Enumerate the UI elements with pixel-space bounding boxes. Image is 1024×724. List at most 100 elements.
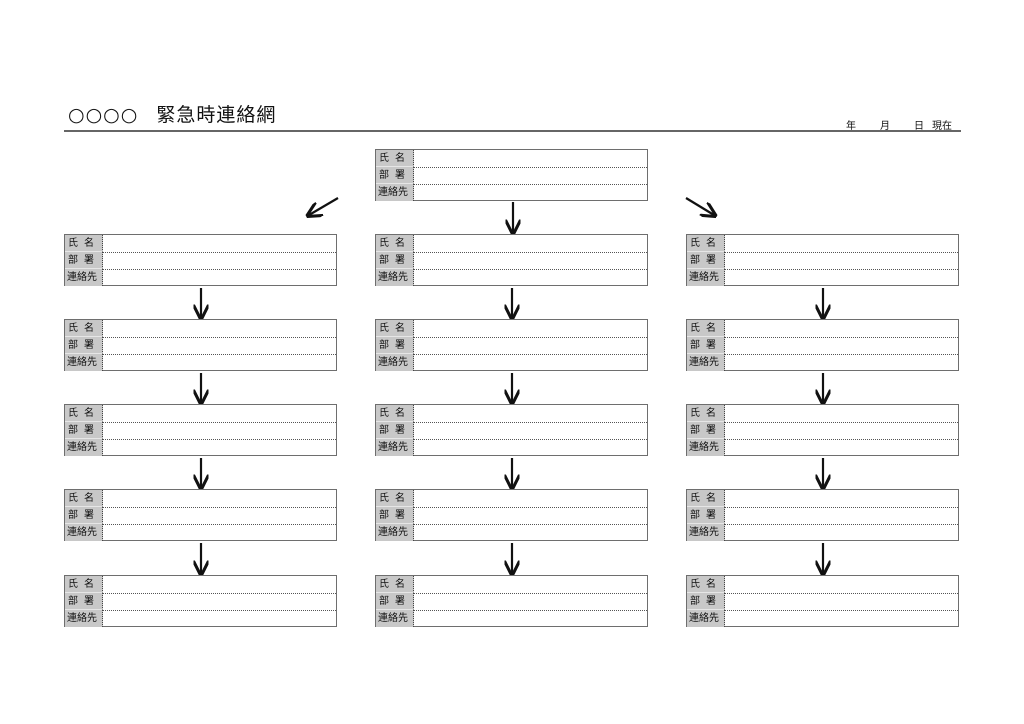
contact-field[interactable]: [103, 439, 336, 456]
department-field[interactable]: [103, 422, 336, 440]
date-suffix-label: 現在: [932, 121, 952, 132]
contact-field[interactable]: [725, 439, 958, 456]
contact-field[interactable]: [103, 524, 336, 541]
contact-label: 連絡先: [65, 610, 103, 627]
department-label: 部署: [65, 593, 103, 610]
name-field[interactable]: [725, 320, 958, 338]
contact-label: 連絡先: [65, 269, 103, 286]
department-label: 部署: [376, 422, 414, 439]
arrow-top-left: [309, 197, 339, 215]
contact-card: 氏名部署連絡先: [686, 319, 959, 371]
name-field[interactable]: [725, 576, 958, 594]
contact-row: 連絡先: [376, 610, 647, 627]
department-field[interactable]: [725, 252, 958, 270]
contact-label: 連絡先: [687, 269, 725, 286]
name-field[interactable]: [414, 405, 647, 423]
name-label: 氏名: [376, 490, 414, 507]
contact-field[interactable]: [414, 524, 647, 541]
contact-field[interactable]: [414, 354, 647, 371]
department-field[interactable]: [103, 337, 336, 355]
name-row: 氏名: [376, 150, 647, 168]
name-field[interactable]: [725, 405, 958, 423]
name-field[interactable]: [103, 576, 336, 594]
name-row: 氏名: [376, 320, 647, 338]
contact-card: 氏名部署連絡先: [375, 319, 648, 371]
name-field[interactable]: [103, 235, 336, 253]
name-row: 氏名: [376, 490, 647, 508]
department-field[interactable]: [725, 593, 958, 611]
department-label: 部署: [65, 337, 103, 354]
contact-field[interactable]: [103, 354, 336, 371]
contact-field[interactable]: [725, 610, 958, 627]
contact-row: 連絡先: [65, 524, 336, 541]
contact-field[interactable]: [103, 269, 336, 286]
contact-field[interactable]: [414, 610, 647, 627]
name-label: 氏名: [65, 576, 103, 593]
department-row: 部署: [687, 507, 958, 525]
department-row: 部署: [65, 252, 336, 270]
department-field[interactable]: [414, 507, 647, 525]
name-field[interactable]: [414, 235, 647, 253]
department-label: 部署: [687, 593, 725, 610]
name-row: 氏名: [65, 490, 336, 508]
contact-field[interactable]: [725, 269, 958, 286]
department-field[interactable]: [103, 252, 336, 270]
contact-label: 連絡先: [65, 439, 103, 456]
date-day-label: 日: [914, 121, 924, 132]
contact-card: 氏名部署連絡先: [64, 234, 337, 286]
department-field[interactable]: [414, 422, 647, 440]
contact-label: 連絡先: [376, 524, 414, 541]
contact-row: 連絡先: [376, 354, 647, 371]
department-field[interactable]: [414, 167, 647, 185]
name-label: 氏名: [687, 576, 725, 593]
title-text: 緊急時連絡網: [156, 104, 277, 126]
department-field[interactable]: [414, 337, 647, 355]
name-field[interactable]: [414, 320, 647, 338]
department-field[interactable]: [414, 252, 647, 270]
name-label: 氏名: [376, 235, 414, 252]
department-field[interactable]: [725, 507, 958, 525]
contact-card: 氏名部署連絡先: [375, 575, 648, 627]
name-field[interactable]: [103, 320, 336, 338]
name-row: 氏名: [687, 576, 958, 594]
name-label: 氏名: [65, 320, 103, 337]
contact-card: 氏名部署連絡先: [64, 404, 337, 456]
department-field[interactable]: [103, 593, 336, 611]
name-field[interactable]: [725, 490, 958, 508]
department-row: 部署: [376, 507, 647, 525]
contact-field[interactable]: [725, 524, 958, 541]
department-row: 部署: [376, 422, 647, 440]
contact-card: 氏名部署連絡先: [686, 234, 959, 286]
contact-label: 連絡先: [65, 524, 103, 541]
contact-row: 連絡先: [65, 269, 336, 286]
name-field[interactable]: [103, 405, 336, 423]
contact-field[interactable]: [725, 354, 958, 371]
department-field[interactable]: [725, 422, 958, 440]
department-field[interactable]: [414, 593, 647, 611]
department-field[interactable]: [103, 507, 336, 525]
contact-card: 氏名部署連絡先: [686, 404, 959, 456]
contact-field[interactable]: [414, 269, 647, 286]
name-field[interactable]: [725, 235, 958, 253]
name-label: 氏名: [687, 490, 725, 507]
department-label: 部署: [376, 337, 414, 354]
contact-row: 連絡先: [376, 184, 647, 201]
name-field[interactable]: [414, 576, 647, 594]
name-row: 氏名: [65, 405, 336, 423]
contact-card: 氏名部署連絡先: [686, 489, 959, 541]
name-field[interactable]: [103, 490, 336, 508]
department-field[interactable]: [725, 337, 958, 355]
name-field[interactable]: [414, 490, 647, 508]
name-row: 氏名: [65, 576, 336, 594]
contact-label: 連絡先: [65, 354, 103, 371]
contact-row: 連絡先: [376, 269, 647, 286]
contact-card-top: 氏名 部署 連絡先: [375, 149, 648, 201]
contact-field[interactable]: [414, 184, 647, 201]
name-row: 氏名: [65, 320, 336, 338]
title-divider: [64, 130, 961, 132]
name-field[interactable]: [414, 150, 647, 168]
contact-card: 氏名部署連絡先: [375, 234, 648, 286]
name-row: 氏名: [376, 405, 647, 423]
contact-field[interactable]: [414, 439, 647, 456]
contact-field[interactable]: [103, 610, 336, 627]
